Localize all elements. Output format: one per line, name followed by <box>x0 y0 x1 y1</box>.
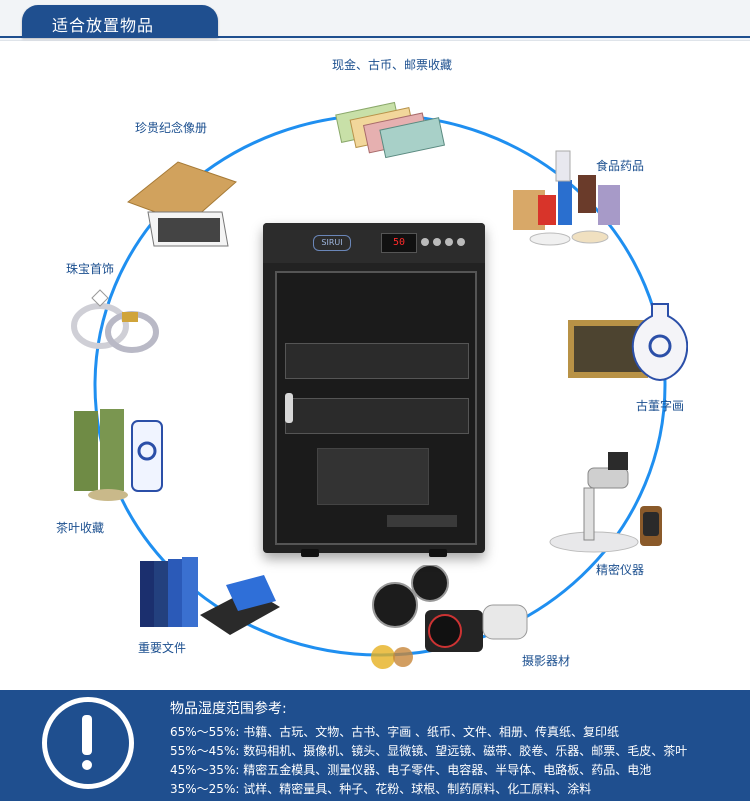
label-precision: 精密仪器 <box>596 563 645 577</box>
cabinet-foot <box>429 549 447 557</box>
control-button <box>421 238 429 246</box>
label-documents: 重要文件 <box>138 641 187 655</box>
cabinet-top-panel: SIRUI 50 <box>263 223 485 263</box>
humidity-reference-panel: 物品湿度范围参考: 65%～55%: 书籍、古玩、文物、古书、字画 、纸币、文件… <box>0 690 750 801</box>
humidity-display: 50 <box>381 233 417 253</box>
section-title: 适合放置物品 <box>52 16 155 35</box>
album-image <box>118 142 248 252</box>
shelf <box>285 343 469 379</box>
cabinet-foot <box>301 549 319 557</box>
exclamation-icon <box>42 697 134 789</box>
control-button <box>445 238 453 246</box>
reference-line: 55%～45%: 数码相机、摄像机、镜头、显微镜、望远镜、磁带、胶卷、乐器、邮票… <box>170 744 688 758</box>
label-currency: 现金、古币、邮票收藏 <box>332 58 453 72</box>
dry-cabinet: SIRUI 50 <box>263 223 485 557</box>
microscope-image <box>548 448 668 558</box>
dehumidifier-module <box>317 448 429 505</box>
food-medicine-image <box>508 145 628 255</box>
label-tea: 茶叶收藏 <box>56 521 105 535</box>
section-tab: 适合放置物品 <box>22 5 218 38</box>
control-button <box>457 238 465 246</box>
documents-image <box>140 555 285 640</box>
control-button <box>433 238 441 246</box>
brand-logo: SIRUI <box>313 235 351 251</box>
header-underline <box>0 36 750 38</box>
reference-line: 35%～25%: 试样、精密量具、种子、花粉、球根、制药原料、化工原料、涂料 <box>170 782 592 796</box>
door-handle-icon <box>285 393 293 423</box>
label-antiques: 古董字画 <box>636 399 685 413</box>
antique-vase-image <box>568 298 689 388</box>
label-jewelry: 珠宝首饰 <box>66 262 115 276</box>
camera-gear-image <box>365 564 535 670</box>
jewelry-image <box>62 288 162 360</box>
reference-line: 45%～35%: 精密五金模具、测量仪器、电子零件、电容器、半导体、电路板、药品… <box>170 763 652 777</box>
shelf <box>285 398 469 434</box>
reference-title: 物品湿度范围参考: <box>170 701 287 717</box>
glass-door <box>275 271 477 545</box>
reference-line: 65%～55%: 书籍、古玩、文物、古书、字画 、纸币、文件、相册、传真纸、复印… <box>170 725 620 739</box>
item-ring-stage: 现金、古币、邮票收藏 食品药品 古董字画 <box>0 40 750 690</box>
info-plate <box>387 515 457 527</box>
tea-image <box>68 405 168 505</box>
label-album: 珍贵纪念像册 <box>135 121 208 135</box>
label-camera: 摄影器材 <box>522 654 571 668</box>
label-food-medicine: 食品药品 <box>596 159 645 173</box>
currency-image <box>335 93 455 165</box>
